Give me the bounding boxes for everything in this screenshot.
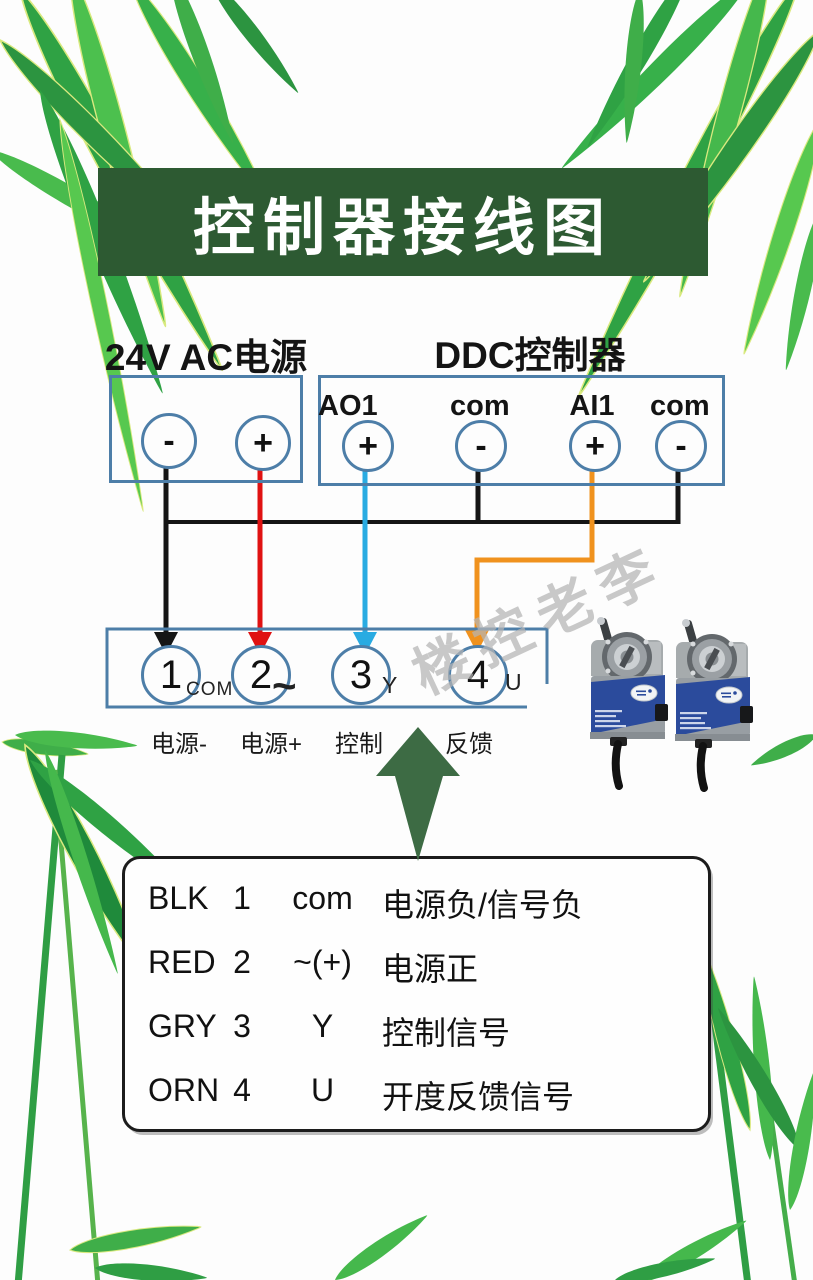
ddc-terminal-label-ai1: AI1: [569, 390, 615, 422]
legend-row3-terminal: Y: [311, 1008, 334, 1044]
legend-box: [122, 856, 711, 1132]
function-label-power-minus: 电源-: [151, 731, 207, 758]
bamboo-bottom-right: [613, 728, 813, 1280]
actuator-terminal-box: [105, 627, 549, 709]
function-label-control: 控制: [335, 731, 383, 758]
legend-row3-code: GRY: [148, 1008, 217, 1044]
actuator-terminal-2: 2: [231, 645, 291, 705]
ddc-terminal-label-com2: com: [650, 390, 710, 422]
arrow-down-orange-icon: [465, 630, 489, 653]
function-label-feedback: 反馈: [445, 731, 493, 758]
legend-row2-terminal: ~(+): [293, 944, 352, 980]
page-title: 控制器接线图: [192, 194, 613, 263]
wires: [154, 461, 681, 655]
legend-row2-number: 2: [233, 944, 251, 980]
ddc-com1-terminal: -: [455, 420, 507, 472]
terminal-number: 2: [249, 652, 273, 697]
terminal-number: 1: [159, 652, 183, 697]
ddc-ao1-terminal: +: [342, 420, 394, 472]
actuator-terminal-4: 4: [448, 645, 508, 705]
minus-symbol: -: [675, 426, 687, 465]
minus-symbol: -: [163, 421, 175, 460]
ddc-com2-terminal: -: [655, 420, 707, 472]
legend-row1-number: 1: [233, 880, 251, 916]
power-plus-terminal: +: [235, 415, 291, 471]
ddc-terminal-label-com1: com: [450, 390, 510, 422]
port-label-y: Y: [382, 672, 398, 698]
plus-symbol: +: [358, 426, 378, 465]
legend-row4-description: 开度反馈信号: [382, 1079, 575, 1115]
actuator-photo-1: [590, 617, 668, 786]
actuator-terminal-3: 3: [331, 645, 391, 705]
legend-row1-code: BLK: [148, 880, 209, 916]
arrow-down-black-icon: [154, 632, 178, 655]
actuator-terminal-1: 1: [141, 645, 201, 705]
page-title-banner: 控制器接线图: [98, 168, 708, 276]
port-label-tilde: ~: [272, 662, 297, 709]
legend-row1-description: 电源负/信号负: [382, 887, 583, 923]
legend-row2-description: 电源正: [382, 951, 479, 987]
legend-row3-description: 控制信号: [382, 1015, 511, 1051]
ddc-ai1-terminal: +: [569, 420, 621, 472]
port-label-com: COM: [186, 679, 234, 700]
minus-symbol: -: [475, 426, 487, 465]
power-minus-terminal: -: [141, 413, 197, 469]
wire-orange-feedback: [474, 464, 595, 634]
plus-symbol: +: [253, 423, 273, 462]
port-label-u: U: [505, 669, 522, 695]
actuator-photo-2: [675, 619, 753, 788]
legend-row1-terminal: com: [292, 880, 353, 916]
legend-row4-terminal: U: [310, 1072, 335, 1108]
ddc-controller-box: [318, 375, 725, 486]
power-supply-header: 24V AC电源: [104, 337, 308, 378]
function-label-power-plus: 电源+: [239, 731, 302, 758]
legend-row4-number: 4: [233, 1072, 251, 1108]
legend-row2-code: RED: [148, 944, 216, 980]
ddc-terminal-label-ao1: AO1: [318, 390, 378, 422]
power-supply-box: [109, 375, 303, 483]
arrow-down-red-icon: [248, 632, 272, 655]
legend-row4-code: ORN: [148, 1072, 220, 1108]
terminal-number: 4: [466, 652, 490, 697]
arrow-down-blue-icon: [353, 632, 377, 655]
legend-row3-number: 3: [233, 1008, 251, 1044]
plus-symbol: +: [585, 426, 605, 465]
bamboo-bottom-left: [12, 727, 432, 1280]
terminal-number: 3: [349, 652, 373, 697]
ddc-controller-header: DDC控制器: [434, 335, 626, 376]
